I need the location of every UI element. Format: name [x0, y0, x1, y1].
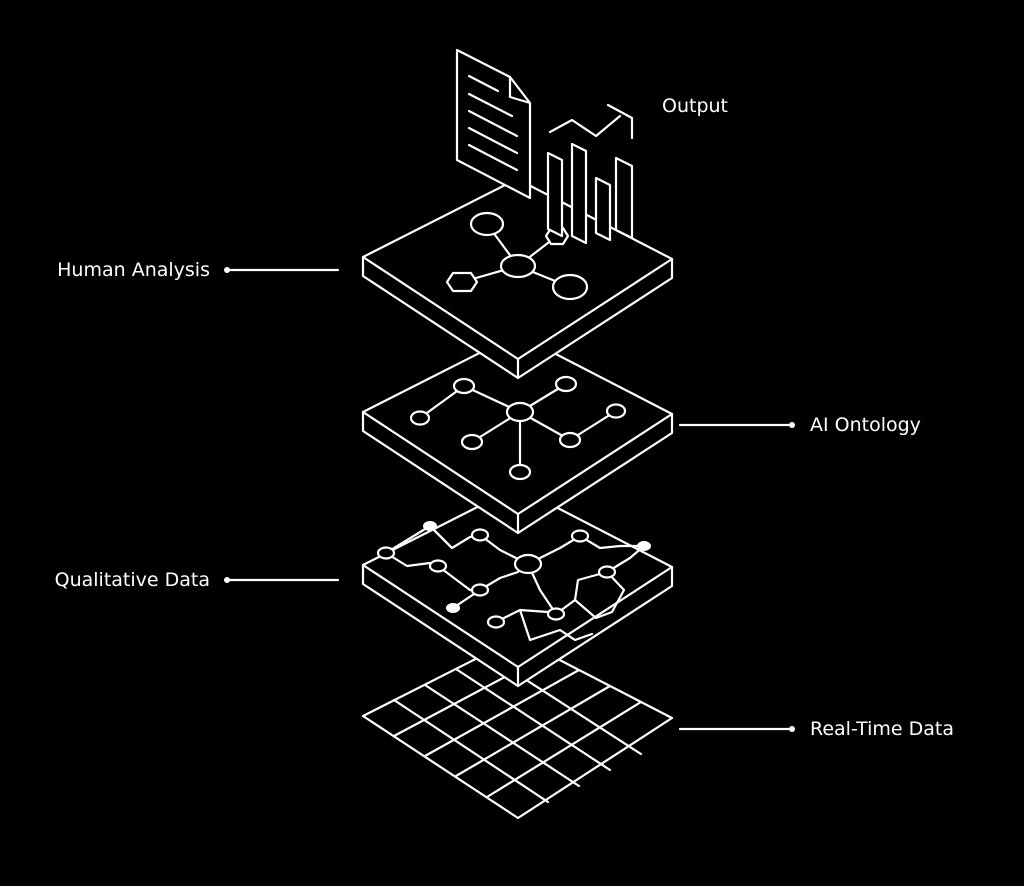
connector-qualitative-data [224, 577, 340, 583]
connector-ai-ontology [678, 422, 795, 428]
bar-chart-icon [546, 103, 634, 245]
connector-human-analysis [224, 267, 340, 273]
qualitative-data-label: Qualitative Data [54, 569, 210, 591]
analysis-nodes [445, 211, 589, 301]
document-icon [455, 48, 532, 200]
circuit-nodes [376, 521, 651, 629]
connector-real-time-data [678, 726, 795, 732]
hexagon-node [445, 271, 479, 293]
output-label: Output [662, 95, 728, 117]
human-analysis-label: Human Analysis [57, 259, 210, 281]
circuit-traces [384, 524, 646, 642]
real-time-data-grid [361, 636, 674, 820]
ontology-nodes [409, 375, 627, 481]
ai-ontology-label: AI Ontology [810, 414, 921, 436]
real-time-data-label: Real-Time Data [810, 718, 954, 740]
